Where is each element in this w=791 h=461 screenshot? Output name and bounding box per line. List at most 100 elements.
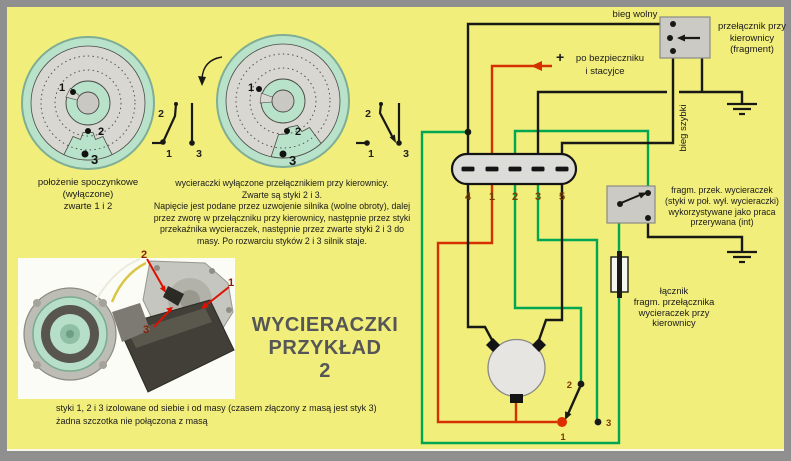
column-switch-label-line: (fragment) (730, 44, 774, 55)
feed-label-line2: i stacyjce (585, 66, 625, 77)
park-contact-1-dot (557, 417, 567, 427)
disc1-label-1: 1 (59, 82, 65, 94)
disc1-track-outer (40, 55, 136, 151)
glyph1-arm (163, 103, 178, 141)
column-switch-label-line: kierownicy (729, 32, 775, 44)
connector-slot (531, 166, 545, 172)
connector-pin-2: 2 (512, 191, 518, 203)
connector-pin-1: 1 (489, 191, 495, 203)
photo-bolt (99, 361, 107, 369)
photo-pointer-arrows (146, 258, 230, 328)
switched-caption-line: Napięcie jest podane przez uzwojenie sil… (153, 201, 411, 212)
disc1-label-2: 2 (98, 126, 104, 138)
glyph1-label-3: 3 (196, 148, 202, 160)
photo-brush-block (163, 286, 184, 306)
connector-slot (508, 166, 522, 172)
title-line: WYCIERACZKI (251, 314, 399, 336)
bieg-szybki-label: bieg szybki (678, 105, 689, 152)
park-contact-3-dot (594, 418, 602, 426)
wire-pin3-to-ground-left (536, 90, 667, 155)
glyph2-contact1-dot (364, 140, 370, 146)
lacznik-bar (617, 251, 622, 298)
switched-caption-line: przekaźnika wycieraczek, następnie przez… (160, 224, 404, 235)
title-line: 2 (319, 360, 331, 382)
wire-pin4-junction-to-lacznik (420, 130, 621, 445)
lacznik-label-line: łącznik (659, 286, 689, 296)
motor-photo: 2 1 3 (18, 249, 235, 399)
lacznik-label-line: wycieraczek przy (638, 307, 710, 318)
junction-dot (464, 128, 472, 136)
photo-yellow-wire (110, 261, 147, 303)
relay-label-line: (styki w poł. wył. wycieraczki) (665, 195, 779, 206)
lacznik-label-line: kierownicy (652, 318, 696, 329)
photo-arrow-3 (153, 309, 171, 328)
column-switch-contact-fast (670, 48, 676, 54)
disc2-label-2: 2 (295, 126, 301, 138)
connector-pin-5: 5 (559, 191, 565, 203)
column-switch-label: przełącznik przy kierownicy (fragment) (705, 21, 791, 56)
park-label-3: 3 (606, 418, 611, 429)
glyph1-label-2: 2 (158, 108, 164, 120)
rotation-arrow (201, 56, 223, 80)
relay-contact-top (645, 190, 651, 196)
relay-contact-arm (617, 201, 623, 207)
glyph2-pivot-dot (379, 102, 383, 106)
photo-arrow-1 (204, 286, 230, 307)
wire-pin3-to-park-contact3 (536, 183, 599, 419)
glyph1-contact3-dot (189, 140, 195, 146)
disc2-track-inner (249, 67, 317, 135)
photo-white-wire (95, 258, 141, 301)
disc2-contact-1-dot (256, 86, 262, 92)
column-switch-label-line: przełącznik przy (717, 21, 787, 32)
photo-arrow-2-head (159, 285, 166, 293)
disc1-label-3: 3 (91, 152, 98, 167)
photo-bolt (33, 299, 41, 307)
green-wires (420, 129, 650, 445)
motor-connector: 4 1 2 3 5 (450, 152, 578, 203)
footnote: styki 1, 2 i 3 izolowane od siebie i od … (56, 402, 426, 427)
photo-collar (112, 303, 150, 342)
column-switch-arm-arrow (677, 34, 685, 42)
park-contact-2-dot (577, 380, 585, 388)
wire-pin3-to-ground-right (679, 90, 744, 103)
disc1-contact-3-dot (81, 150, 89, 158)
disc2-label-1: 1 (248, 82, 254, 94)
switched-caption-line: Zwarte są styki 2 i 3. (241, 189, 323, 200)
photo-label-1: 1 (228, 277, 234, 289)
footnote-line: żadna szczotka nie połączona z masą (56, 415, 208, 426)
relay-label-line: fragm. przek. wycieraczek (671, 185, 773, 195)
feed-label-line1: po bezpieczniku (575, 53, 645, 64)
column-switch-contact-slow (670, 21, 676, 27)
glyph1-contact1-dot (160, 139, 166, 145)
park-disc-rest-position: 1 2 3 (21, 36, 155, 170)
glyph1-label-1: 1 (166, 148, 172, 160)
plus-feed-arrow-head (531, 61, 542, 71)
glyph2-label-1: 1 (368, 148, 374, 160)
glyph1-pivot-dot (174, 102, 178, 106)
footnote-line: styki 1, 2 i 3 izolowane od siebie i od … (56, 403, 377, 413)
park-label-1: 1 (560, 432, 566, 443)
photo-screw (154, 265, 160, 271)
photo-arrow-1-head (201, 302, 209, 309)
disc1-shaft (76, 91, 100, 115)
photo-arrow-3-head (166, 307, 173, 313)
photo-screw (209, 268, 215, 274)
connector-slot (461, 166, 475, 172)
wire-pin4-bieg-wolny (466, 22, 671, 155)
glyph2-label-3: 3 (403, 148, 409, 160)
rotation-arrow-head (198, 76, 206, 86)
disc1-track-inner (54, 69, 122, 137)
switched-off-caption: wycieraczki wyłączone przełącznikiem prz… (141, 178, 423, 248)
relay-label-line: wykorzystywane jako praca (668, 206, 776, 217)
column-switch-contact-common (667, 35, 673, 41)
wire-pin2-to-park-contact2 (513, 183, 583, 381)
lacznik-symbol (610, 251, 629, 298)
rest-position-caption: położenie spoczynkowe (wyłączone) zwarte… (18, 177, 158, 213)
relay-arm (620, 194, 641, 204)
park-contact2-arm (566, 386, 582, 415)
black-wires (466, 22, 744, 415)
wire-pin5-to-brush-right (537, 183, 564, 341)
switched-caption-line: przez zworę w przełączniku przy kierowni… (153, 212, 411, 223)
photo-arrow-2 (146, 258, 164, 288)
